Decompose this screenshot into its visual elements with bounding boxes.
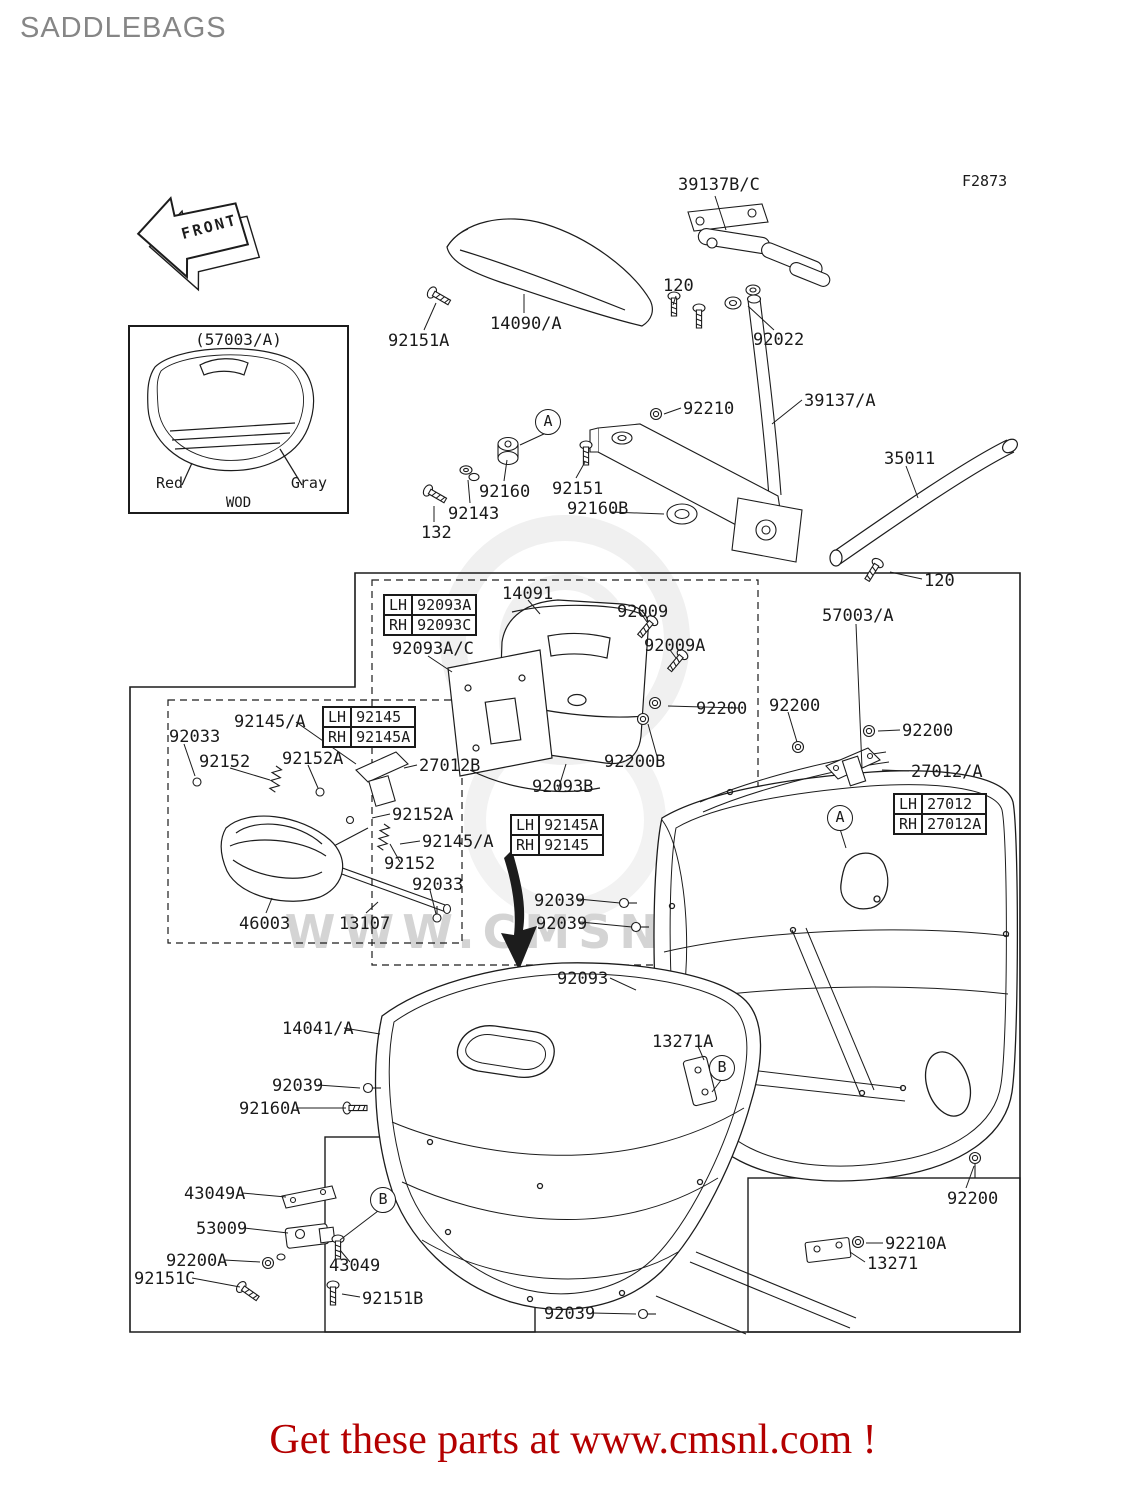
part-label: 120 <box>924 571 955 591</box>
part-label: 92210 <box>683 399 735 419</box>
part-label: 92200B <box>604 752 666 772</box>
part-label: 92145/A <box>234 712 306 732</box>
part-label: 92160 <box>479 482 531 502</box>
part-label: 43049 <box>329 1256 381 1276</box>
part-label: 13107 <box>339 914 391 934</box>
inset-part-number: (57003/A) <box>195 330 282 349</box>
part-label: 92200 <box>947 1189 999 1209</box>
part-label: 27012B <box>419 756 481 776</box>
stay-35011 <box>829 438 1019 567</box>
part-label: 57003/A <box>822 606 894 626</box>
left-saddlebag-14041 <box>374 962 762 1310</box>
part-label: 92200A <box>166 1251 228 1271</box>
part-label: 14041/A <box>282 1019 354 1039</box>
small-brackets <box>276 1055 976 1335</box>
part-label: 92093 <box>557 969 609 989</box>
inset-model-code: WOD <box>225 495 252 511</box>
inset-color-red: Red <box>156 474 184 492</box>
inset-saddlebag-sketch <box>147 347 315 486</box>
part-label: 92039 <box>272 1076 324 1096</box>
fasteners <box>233 284 982 1320</box>
part-label: 120 <box>663 276 694 296</box>
part-label: 92145/A <box>422 832 494 852</box>
inset-color-gray: Gray <box>290 474 327 492</box>
part-label: 13271 <box>867 1254 919 1274</box>
part-label: 92093A/C <box>392 639 474 659</box>
part-label: 39137/A <box>804 391 876 411</box>
lock-bracket-27012a <box>825 747 881 787</box>
part-label: 92210A <box>885 1234 947 1254</box>
part-label: 92009A <box>644 636 706 656</box>
part-label: 43049A <box>184 1184 246 1204</box>
part-label: 46003 <box>239 914 291 934</box>
assembly-direction-arrow <box>501 850 537 970</box>
leader-lines <box>183 195 975 1315</box>
part-label: 92093B <box>532 777 594 797</box>
part-label: 39137B/C <box>678 175 760 195</box>
stay-bracket-39137bc <box>687 203 831 287</box>
part-label: 92151B <box>362 1289 424 1309</box>
part-label: 92143 <box>448 504 500 524</box>
part-label: 14091 <box>502 584 554 604</box>
part-label: 92160A <box>239 1099 301 1119</box>
callout-a: A <box>827 805 853 831</box>
part-label: 92152 <box>384 854 436 874</box>
guard-pipe-14090 <box>446 218 653 327</box>
part-label: 92152A <box>392 805 454 825</box>
part-label: 53009 <box>196 1219 248 1239</box>
page-title: SADDLEBAGS <box>20 12 227 44</box>
part-label: 92160B <box>567 499 629 519</box>
part-label: 92152 <box>199 752 251 772</box>
lid-14091 <box>447 599 649 792</box>
callout-a: A <box>535 409 561 435</box>
part-label: 92039 <box>544 1304 596 1324</box>
part-label: 92039 <box>534 891 586 911</box>
part-label: 92151A <box>388 331 450 351</box>
part-label: 92039 <box>536 914 588 934</box>
part-label: 92152A <box>282 749 344 769</box>
part-label: 92009 <box>617 602 669 622</box>
part-label: 27012/A <box>911 762 983 782</box>
part-label: 92022 <box>753 330 805 350</box>
color-variant-inset: (57003/A) Red Gray WOD <box>128 325 349 514</box>
footer-link[interactable]: Get these parts at www.cmsnl.com ! <box>269 1417 877 1463</box>
part-label: 14090/A <box>490 314 562 334</box>
part-label: 35011 <box>884 449 936 469</box>
lock-cover-46003 <box>220 815 344 902</box>
callout-b: B <box>709 1055 735 1081</box>
part-label: 92151C <box>134 1269 196 1289</box>
part-label: 13271A <box>652 1032 714 1052</box>
part-label: 92200 <box>696 699 748 719</box>
part-label: 92033 <box>169 727 221 747</box>
part-label: 92033 <box>412 875 464 895</box>
callout-b: B <box>370 1187 396 1213</box>
part-label: 92200 <box>902 721 954 741</box>
part-label: 92151 <box>552 479 604 499</box>
front-arrow: FRONT <box>136 196 261 292</box>
part-label: 92200 <box>769 696 821 716</box>
crossmember-39137 <box>459 294 803 563</box>
figure-code: F2873 <box>962 172 1008 190</box>
part-label: 132 <box>421 523 452 543</box>
